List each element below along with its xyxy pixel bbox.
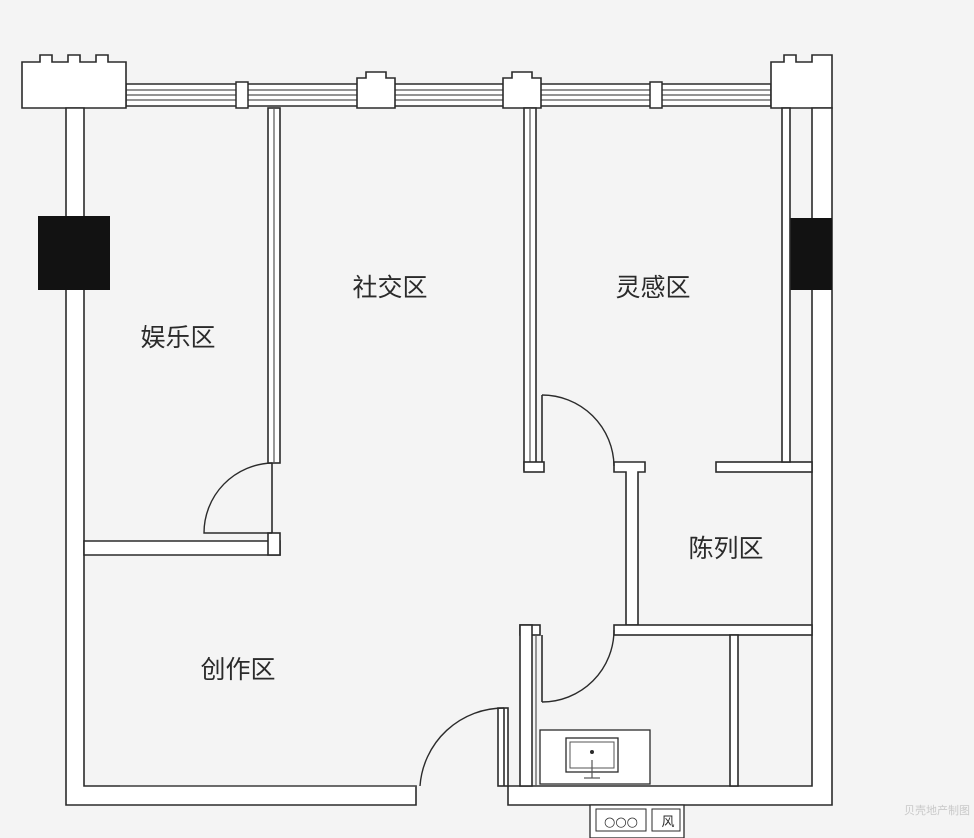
- sink-counter: [539, 729, 651, 785]
- stove-burners: ○○○: [604, 815, 638, 830]
- corner-column-right: [770, 54, 833, 109]
- room-label-entertainment: 娱乐区: [140, 323, 215, 352]
- pillar-left: [38, 216, 110, 290]
- window-strip: [125, 81, 772, 109]
- window-post-1: [356, 71, 396, 109]
- pillar-right: [786, 218, 832, 290]
- doors: [203, 394, 615, 787]
- room-label-inspiration: 灵感区: [615, 273, 690, 302]
- stove-unit: ○○○ 风: [589, 804, 685, 838]
- outer-walls: [65, 107, 833, 806]
- vent-label: 风: [661, 815, 674, 830]
- window-post-2: [502, 71, 542, 109]
- watermark: 贝壳地产制图: [904, 803, 970, 817]
- interior-walls: [83, 107, 813, 787]
- corner-column-left: [21, 54, 127, 109]
- room-label-social: 社交区: [352, 273, 427, 302]
- room-label-display: 陈列区: [688, 534, 763, 563]
- room-label-creation: 创作区: [200, 655, 275, 684]
